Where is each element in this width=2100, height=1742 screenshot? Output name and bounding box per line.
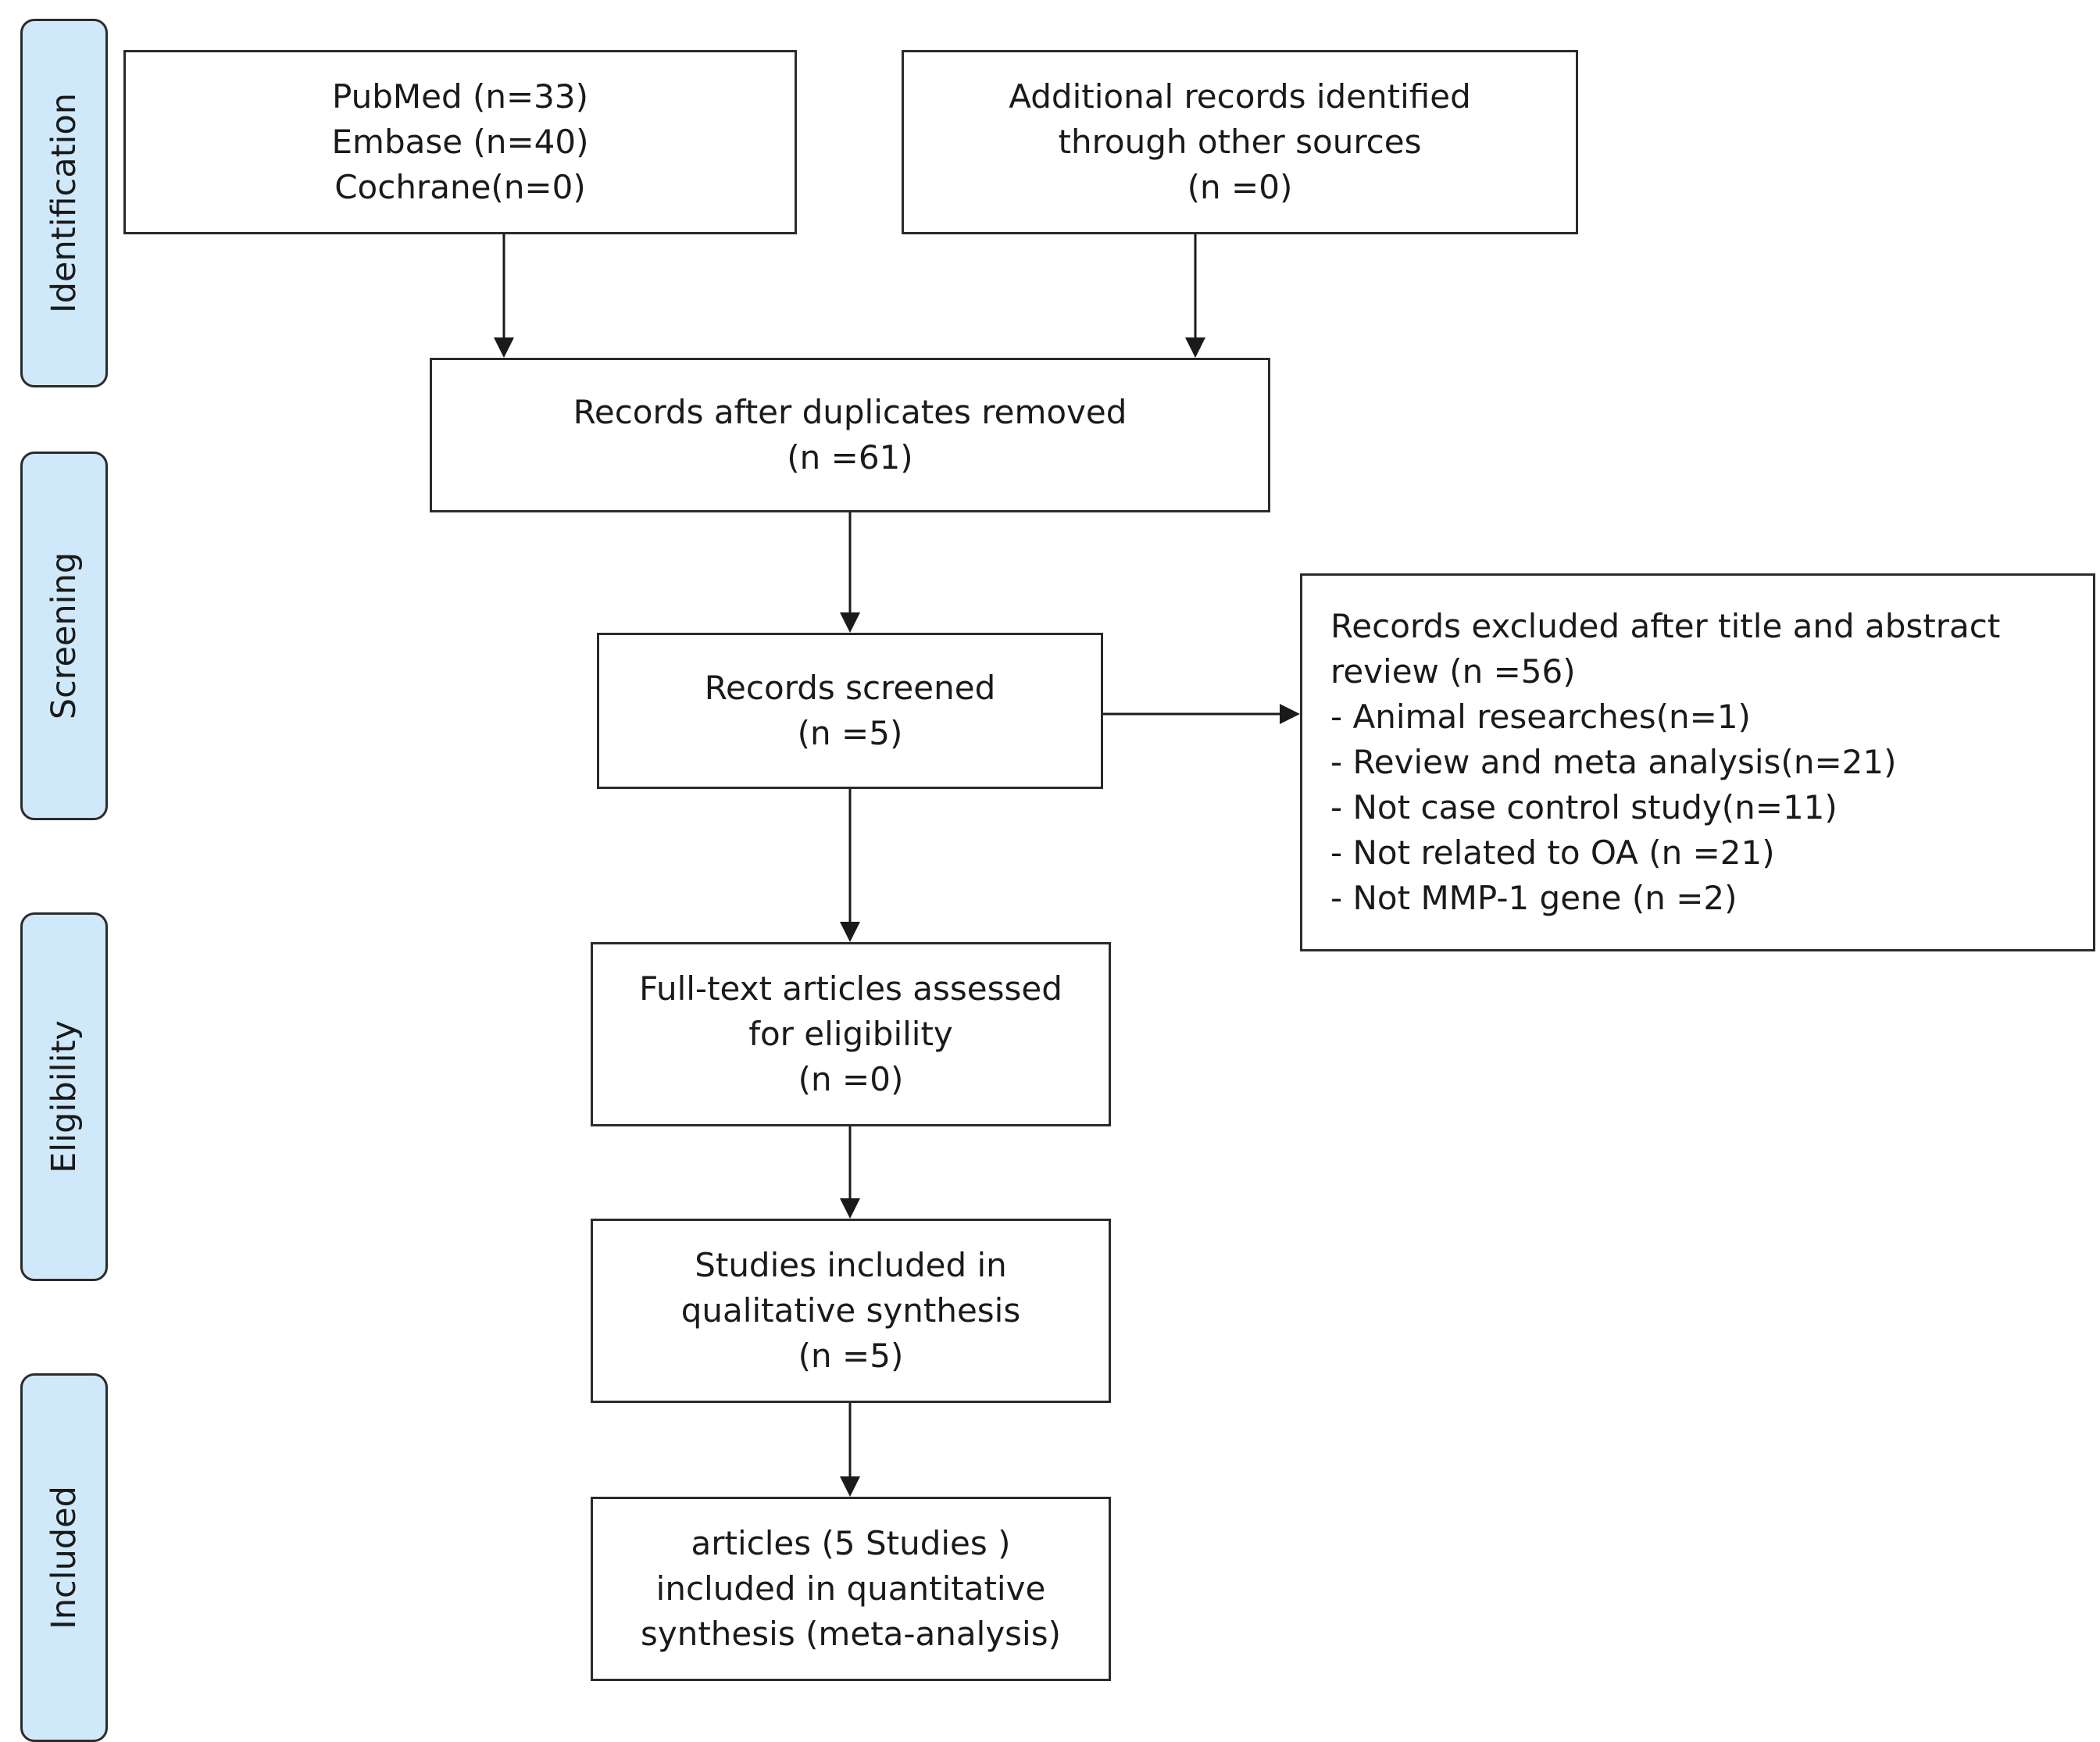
box-line: articles (5 Studies ) bbox=[691, 1524, 1011, 1562]
box-line: Embase (n=40) bbox=[331, 123, 589, 161]
full-text-box: Full-text articles assessed for eligibil… bbox=[591, 942, 1111, 1126]
box-line: Additional records identified bbox=[1009, 77, 1471, 116]
box-line: Records screened bbox=[704, 669, 996, 707]
arrowhead bbox=[1280, 704, 1300, 724]
box-line: through other sources bbox=[1058, 123, 1422, 161]
quantitative-box: articles (5 Studies ) included in quanti… bbox=[591, 1497, 1111, 1681]
arrowhead bbox=[494, 337, 514, 358]
phase-screening: Screening bbox=[20, 452, 108, 820]
arrowhead bbox=[840, 1198, 860, 1219]
box-line: (n =5) bbox=[797, 714, 903, 752]
box-line: Cochrane(n=0) bbox=[334, 168, 586, 206]
arrowhead bbox=[1185, 337, 1205, 358]
box-line: - Review and meta analysis(n=21) bbox=[1330, 743, 1897, 781]
box-line: Records excluded after title and abstrac… bbox=[1330, 607, 2001, 645]
phase-eligibility: Eligibility bbox=[20, 912, 108, 1281]
box-line: (n =61) bbox=[787, 438, 913, 477]
box-line: for eligibility bbox=[748, 1015, 953, 1053]
box-line: - Not case control study(n=11) bbox=[1330, 788, 1838, 826]
box-line: (n =0) bbox=[1187, 168, 1293, 206]
screened-box: Records screened (n =5) bbox=[597, 633, 1103, 789]
box-line: Records after duplicates removed bbox=[573, 393, 1127, 431]
phase-included: Included bbox=[20, 1373, 108, 1742]
qualitative-box: Studies included in qualitative synthesi… bbox=[591, 1219, 1111, 1403]
arrowhead bbox=[840, 922, 860, 942]
box-line: PubMed (n=33) bbox=[332, 77, 588, 116]
box-line: - Not MMP-1 gene (n =2) bbox=[1330, 879, 1738, 917]
databases-box: PubMed (n=33) Embase (n=40) Cochrane(n=0… bbox=[123, 50, 797, 234]
box-line: synthesis (meta-analysis) bbox=[640, 1615, 1061, 1653]
excluded-box: Records excluded after title and abstrac… bbox=[1300, 573, 2095, 951]
box-line: Full-text articles assessed bbox=[639, 969, 1062, 1008]
arrowhead bbox=[840, 1476, 860, 1497]
box-line: - Animal researches(n=1) bbox=[1330, 698, 1751, 736]
box-line: (n =0) bbox=[798, 1060, 904, 1098]
after-duplicates-box: Records after duplicates removed (n =61) bbox=[430, 358, 1270, 512]
other-sources-box: Additional records identified through ot… bbox=[902, 50, 1578, 234]
box-line: review (n =56) bbox=[1330, 652, 1576, 691]
box-line: - Not related to OA (n =21) bbox=[1330, 834, 1775, 872]
arrowhead bbox=[840, 612, 860, 633]
box-line: qualitative synthesis bbox=[680, 1291, 1021, 1330]
box-line: Studies included in bbox=[695, 1246, 1007, 1284]
phase-identification: Identification bbox=[20, 19, 108, 387]
box-line: included in quantitative bbox=[655, 1569, 1046, 1608]
box-line: (n =5) bbox=[798, 1337, 904, 1375]
